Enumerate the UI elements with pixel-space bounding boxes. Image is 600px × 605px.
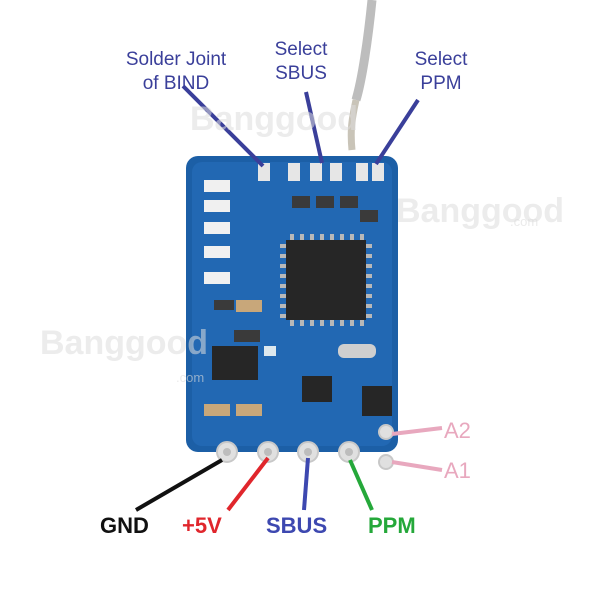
small-ic-chip [362,386,392,416]
a1-label: A1 [444,458,471,483]
transistor-chip [302,376,332,402]
ppm-label: PPM [368,513,416,538]
bind-callout-line2: of BIND [142,73,210,94]
regulator-chip [212,346,258,380]
sbus-select-callout-line [304,91,324,164]
ppm-select-line1: Select [414,49,468,70]
pin-headers [216,424,394,470]
watermark-brand: Banggood [396,192,565,230]
a1-line [391,460,443,472]
sbus-select-line1: Select [274,39,328,60]
a2-line [391,426,443,436]
top-components [236,196,378,312]
watermark-brand: Banggood [40,324,209,362]
antenna-wire [351,0,377,102]
top-pads [258,163,384,181]
left-components [204,180,262,416]
vcc-label: +5V [182,513,222,538]
sbus-label: SBUS [266,513,328,538]
vcc-line [226,456,270,512]
sbus-select-line2: SBUS [275,63,327,84]
mcu-pins [280,234,372,326]
watermark-domain: .com [510,214,539,229]
ppm-select-line2: PPM [420,73,462,94]
sbus-line [302,457,310,511]
watermark-brand: Banggood [190,100,359,138]
led [264,346,276,356]
bind-callout-line1: Solder Joint [125,49,227,70]
watermark-domain: .com [176,370,205,385]
ppm-select-callout-line [374,98,420,166]
bind-callout-label: Solder Joint of BIND [96,48,256,96]
bind-callout-line [181,84,265,168]
ppm-line [348,459,374,511]
sbus-select-callout-label: Select SBUS [256,38,346,86]
ppm-select-callout-label: Select PPM [396,48,486,96]
mcu-chip [286,240,366,320]
antenna-tip [347,99,360,151]
a2-label: A2 [444,418,471,443]
gnd-line [134,458,224,512]
gnd-label: GND [100,513,149,538]
crystal-oscillator [338,344,376,358]
